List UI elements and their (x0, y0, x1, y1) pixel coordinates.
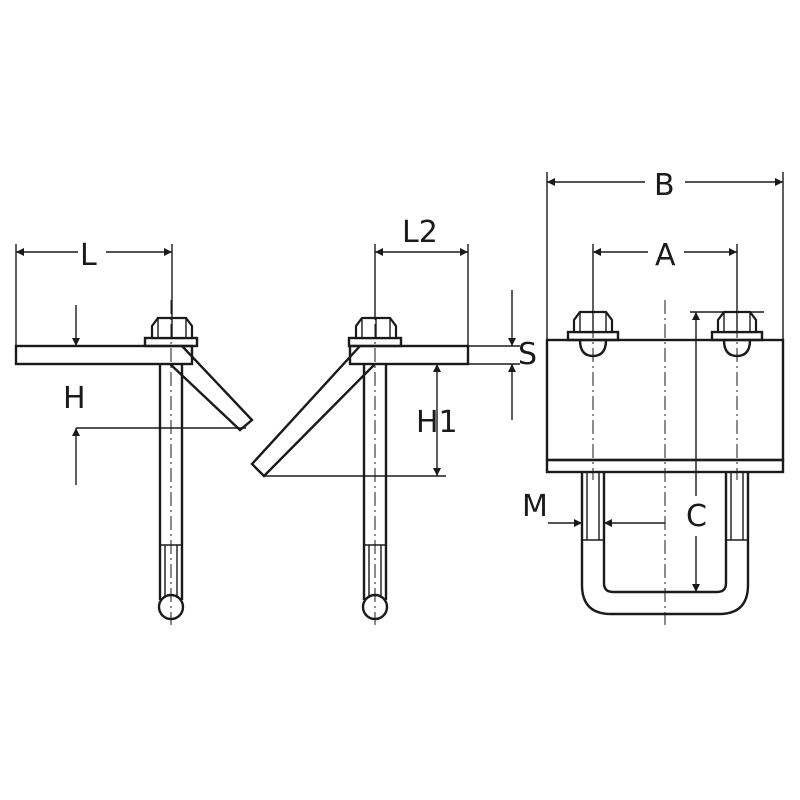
label-B: B (654, 168, 675, 203)
label-H: H (63, 381, 86, 416)
middle-view-bracket (250, 300, 470, 625)
dimension-H1: H1 (264, 364, 458, 477)
dimension-B: B (546, 168, 784, 340)
right-view-bracket (545, 300, 785, 625)
label-S: S (518, 337, 537, 372)
label-A: A (655, 238, 676, 273)
label-H1: H1 (416, 405, 458, 440)
label-L: L (80, 238, 97, 273)
left-view-bracket (14, 300, 254, 625)
dimension-L2: L2 (374, 215, 469, 346)
dimension-H: H (63, 305, 246, 485)
label-L2: L2 (402, 215, 438, 250)
dimension-M: M (522, 489, 665, 527)
dimension-L: L (15, 238, 173, 346)
label-M: M (522, 489, 548, 524)
dimension-S: S (468, 290, 537, 420)
dimension-A: A (592, 238, 738, 312)
label-C: C (686, 499, 707, 534)
dimension-C: C (686, 311, 764, 592)
